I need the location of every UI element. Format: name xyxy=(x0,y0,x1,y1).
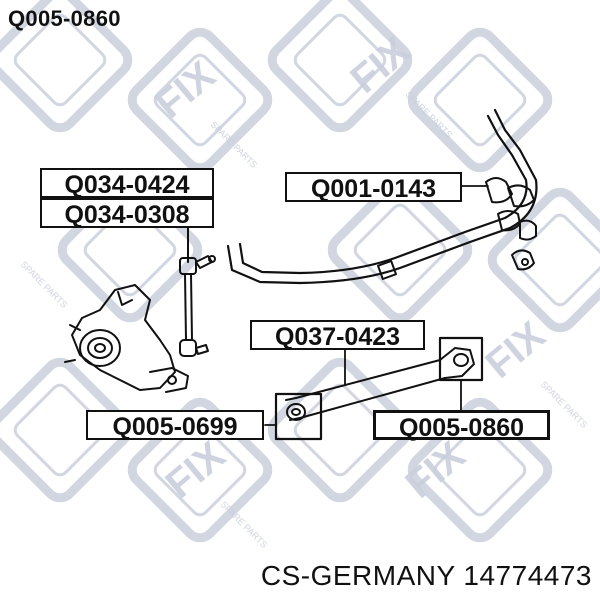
callout-q037-0423[interactable]: Q037-0423 xyxy=(250,320,425,351)
bushing-box-inner xyxy=(274,392,323,441)
leader-lines xyxy=(187,185,489,426)
callout-q005-0699[interactable]: Q005-0699 xyxy=(86,410,264,441)
callout-q034-0424[interactable]: Q034-0424 xyxy=(40,168,214,199)
bushing-box-outer xyxy=(438,336,484,382)
callout-q001-0143[interactable]: Q001-0143 xyxy=(285,172,462,203)
steering-knuckle xyxy=(64,284,189,393)
stabilizer-bushing-assembly xyxy=(485,177,537,271)
stabilizer-link xyxy=(179,227,216,357)
footer-cross-reference: CS-GERMANY 14774473 xyxy=(260,560,592,591)
header-part-number: Q005-0860 xyxy=(8,6,121,31)
trailing-arm xyxy=(285,347,475,421)
callout-q034-0308[interactable]: Q034-0308 xyxy=(40,198,214,229)
stabilizer-bar xyxy=(226,108,538,285)
callout-q005-0860[interactable]: Q005-0860 xyxy=(373,410,550,442)
